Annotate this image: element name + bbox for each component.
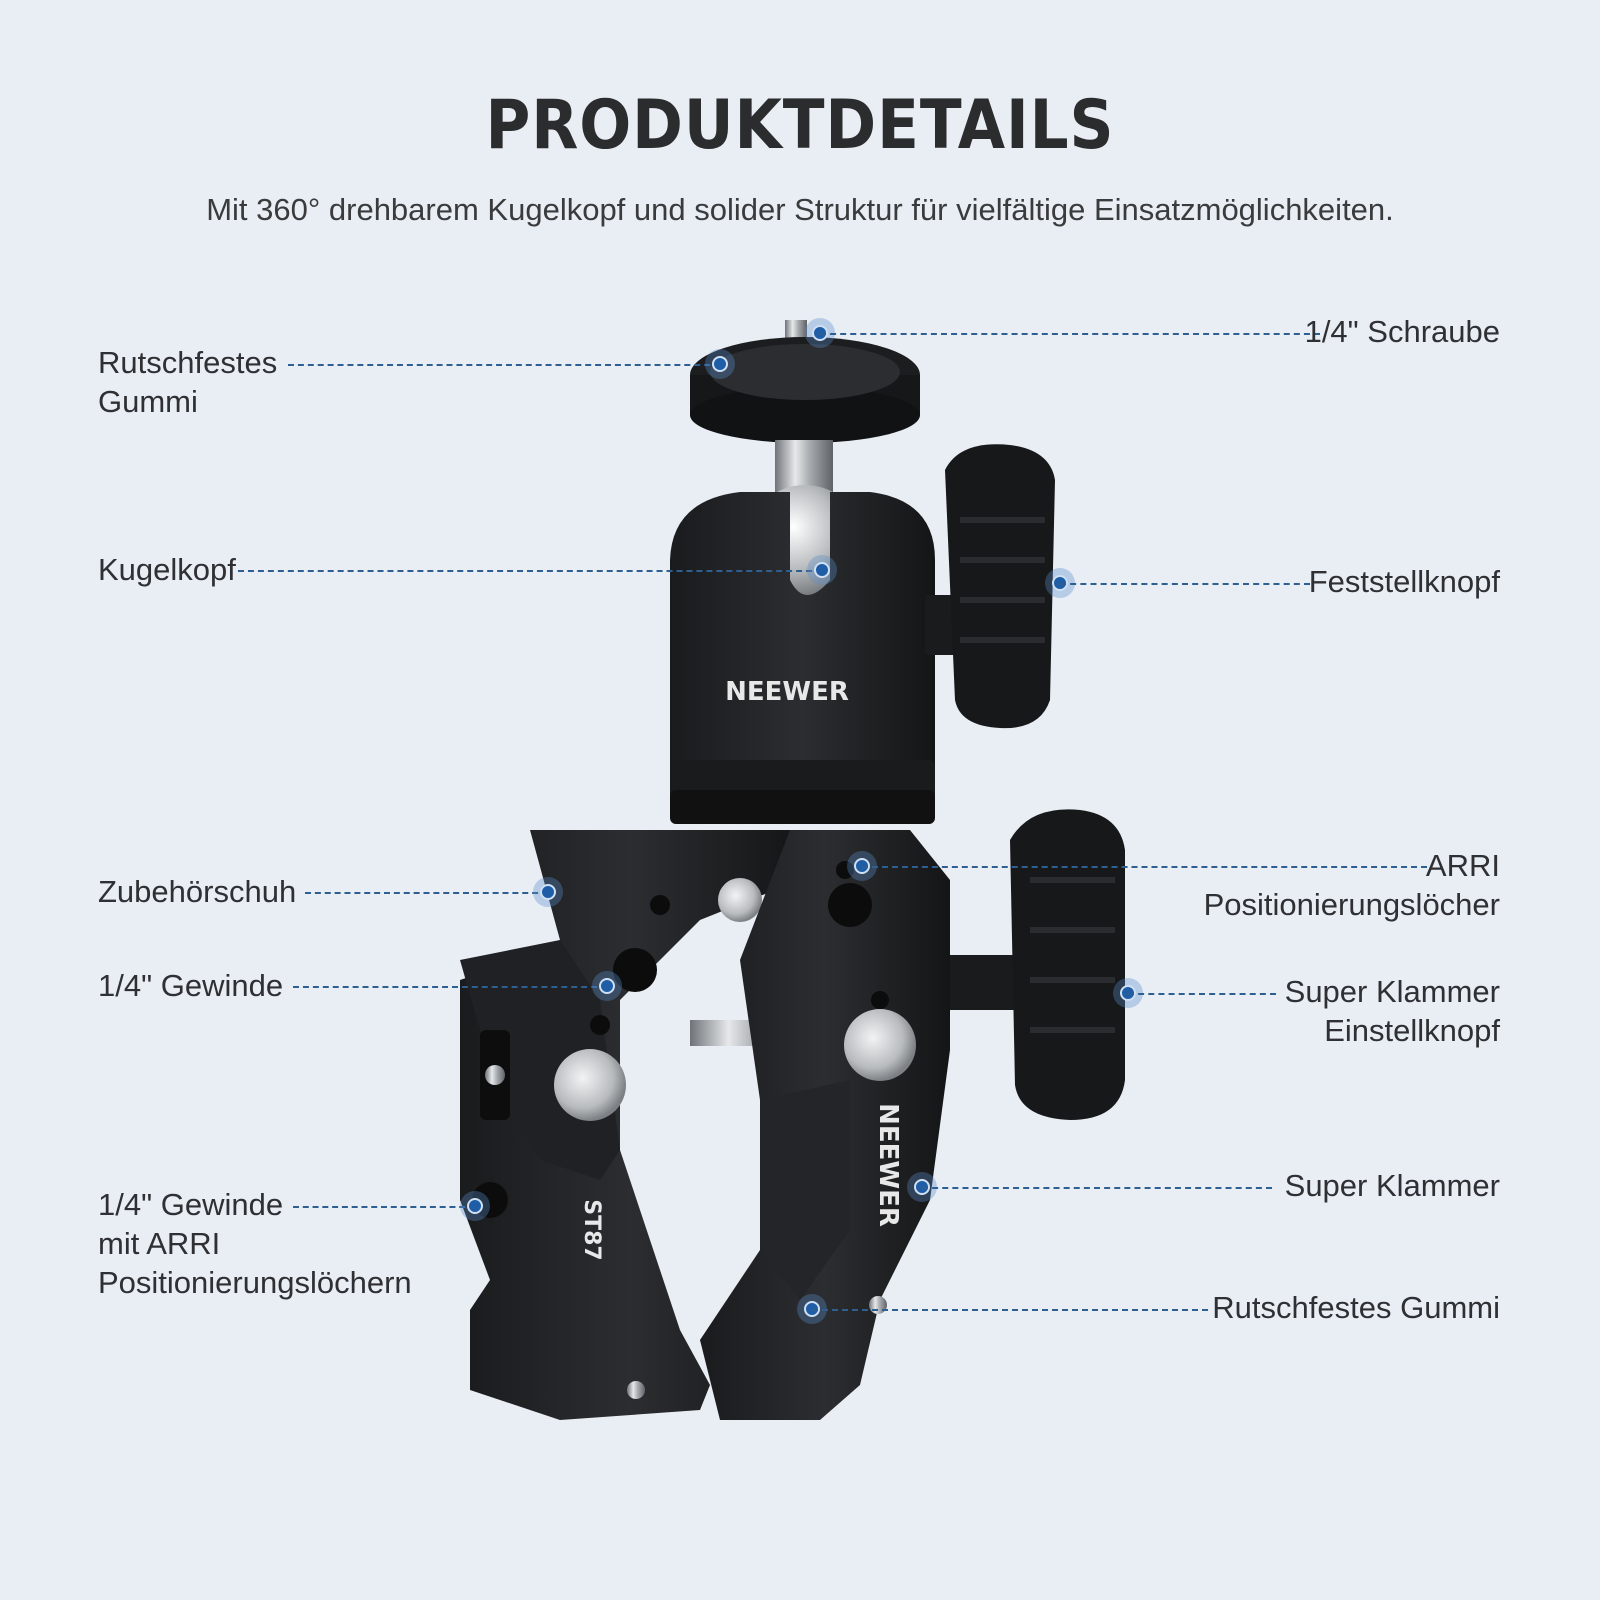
callout-rubber-top: Rutschfestes Gummi xyxy=(98,343,277,421)
callout-label: 1/4" Gewinde xyxy=(98,1187,284,1222)
brand-clamp-text: NEEWER xyxy=(873,1103,903,1227)
callout-label: Positionierungslöchern xyxy=(98,1265,412,1300)
callout-locking-knob: Feststellknopf xyxy=(1309,562,1500,601)
leader-line xyxy=(293,1206,475,1208)
callout-label: ARRI xyxy=(1425,848,1500,883)
clamp-adjust-knob xyxy=(1010,809,1125,1120)
callout-label: Rutschfestes Gummi xyxy=(1212,1290,1500,1325)
callout-accessory-shoe: Zubehörschuh xyxy=(98,872,296,911)
leader-line xyxy=(820,333,1320,335)
leader-line xyxy=(288,364,720,366)
callout-label: Zubehörschuh xyxy=(98,874,297,909)
callout-super-clamp: Super Klammer xyxy=(1285,1166,1500,1205)
hotspot-dot xyxy=(460,1191,490,1221)
callout-label: Feststellknopf xyxy=(1308,564,1500,599)
callout-ballhead: Kugelkopf xyxy=(98,550,236,589)
leader-line xyxy=(812,1309,1208,1311)
callout-label: Super Klammer xyxy=(1284,1168,1500,1203)
leader-line xyxy=(862,866,1427,868)
brand-head-text: NEEWER xyxy=(725,677,849,707)
locking-knob xyxy=(945,444,1055,729)
hotspot-dot xyxy=(533,877,563,907)
hotspot-dot xyxy=(807,555,837,585)
callout-label: Kugelkopf xyxy=(98,552,236,587)
callout-clamp-knob: Super Klammer Einstellknopf xyxy=(1285,972,1500,1050)
callout-label: mit ARRI xyxy=(98,1226,221,1261)
leader-line xyxy=(1060,583,1310,585)
page-subtitle: Mit 360° drehbarem Kugelkopf und solider… xyxy=(206,192,1394,227)
callout-label: Super Klammer xyxy=(1284,974,1500,1009)
callout-label: Gummi xyxy=(98,384,198,419)
callout-thread: 1/4" Gewinde xyxy=(98,966,283,1005)
leader-line xyxy=(922,1187,1272,1189)
hotspot-dot xyxy=(592,971,622,1001)
callout-rubber-bottom: Rutschfestes Gummi xyxy=(1212,1288,1500,1327)
model-text: ST87 xyxy=(579,1199,604,1260)
callout-label: 1/4" Gewinde xyxy=(98,968,284,1003)
callout-label: 1/4" Schraube xyxy=(1304,314,1500,349)
callout-screw: 1/4" Schraube xyxy=(1305,312,1500,351)
leader-line xyxy=(305,892,548,894)
callout-label: Positionierungslöcher xyxy=(1203,887,1500,922)
ballhead-body xyxy=(670,492,935,785)
leader-line xyxy=(238,570,822,572)
callout-arri-holes: ARRI Positionierungslöcher xyxy=(1204,846,1500,924)
hotspot-dot xyxy=(705,349,735,379)
callout-thread-arri: 1/4" Gewinde mit ARRI Positionierungslöc… xyxy=(98,1185,412,1302)
callout-label: Rutschfestes xyxy=(98,345,278,380)
page-title: PRODUKTDETAILS xyxy=(485,86,1115,165)
callout-label: Einstellknopf xyxy=(1324,1013,1500,1048)
leader-line xyxy=(1128,993,1276,995)
leader-line xyxy=(293,986,607,988)
